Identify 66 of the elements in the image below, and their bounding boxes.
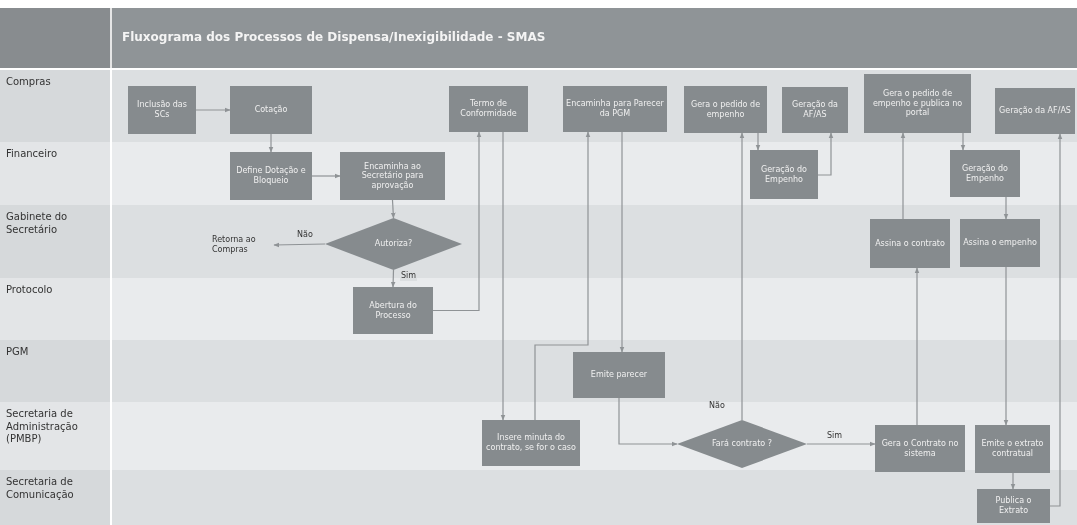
arrow <box>914 267 920 426</box>
arrow <box>195 107 231 113</box>
process-box: Abertura do Processo <box>353 287 433 334</box>
arrow <box>619 131 625 353</box>
swimlane <box>0 340 1077 402</box>
process-box: Gera o Contrato no sistema <box>875 425 965 472</box>
diagram-title: Fluxograma dos Processos de Dispensa/Inexigibilidade - SMAS <box>122 30 546 44</box>
swimlane <box>0 70 1077 142</box>
arrow <box>755 132 761 151</box>
edge-label: Sim <box>826 432 844 441</box>
arrow <box>817 132 834 176</box>
lane-label: Protocolo <box>6 284 54 297</box>
process-box: Assina o contrato <box>870 219 950 268</box>
process-box: Geração da AF/AS <box>782 87 848 133</box>
process-box: Encaminha para Parecer da PGM <box>563 86 667 132</box>
arrow <box>618 397 678 447</box>
note-text: Retorna ao Compras <box>212 234 274 256</box>
edge-label: Sim <box>400 272 418 281</box>
process-box: Geração do Empenho <box>950 150 1020 197</box>
edge-label: Não <box>708 402 726 411</box>
swimlane <box>0 205 1077 278</box>
process-box: Geração do Empenho <box>750 150 818 199</box>
process-box: Gera o pedido de empenho <box>684 86 767 133</box>
arrow <box>534 131 591 421</box>
arrow <box>1003 196 1009 220</box>
process-box: Termo de Conformidade <box>449 86 528 132</box>
swimlane <box>0 402 1077 470</box>
process-box: Emite o extrato contratual <box>975 425 1050 473</box>
lane-label: PGM <box>6 346 30 359</box>
process-box: Geração da AF/AS <box>995 88 1075 134</box>
process-box: Emite parecer <box>573 352 665 398</box>
arrow <box>273 242 326 248</box>
arrow <box>390 199 396 219</box>
decision-diamond <box>325 218 462 270</box>
lane-label: Secretaria de Comunicação <box>6 476 75 501</box>
arrow <box>739 132 745 421</box>
process-box: Insere minuta do contrato, se for o caso <box>482 420 580 466</box>
arrow <box>1003 266 1009 426</box>
decision-text: Autoriza? <box>373 239 414 249</box>
process-box: Assina o empenho <box>960 219 1040 267</box>
arrow <box>900 132 906 220</box>
arrow <box>311 173 341 179</box>
edge-label: Não <box>296 231 314 240</box>
decision-text: Fará contrato ? <box>711 439 773 449</box>
arrow <box>1010 472 1016 490</box>
process-box: Inclusão das SCs <box>128 86 196 134</box>
process-box: Gera o pedido de empenho e publica no portal <box>864 74 971 133</box>
lane-label: Compras <box>6 76 52 89</box>
decision-diamond <box>677 420 807 468</box>
arrow <box>1049 133 1063 507</box>
lane-label: Secretaria de Administração (PMBP) <box>6 408 79 446</box>
arrow <box>390 269 396 288</box>
arrow <box>268 133 274 153</box>
arrow <box>806 441 876 447</box>
process-box: Publica o Extrato <box>977 489 1050 523</box>
arrow <box>432 131 482 312</box>
arrow <box>960 132 966 151</box>
swimlane <box>0 470 1077 525</box>
lane-label: Financeiro <box>6 148 59 161</box>
process-box: Cotação <box>230 86 312 134</box>
swimlane <box>0 278 1077 340</box>
process-box: Define Dotação e Bloqueio <box>230 152 312 200</box>
lane-label: Gabinete do Secretário <box>6 211 69 236</box>
arrow <box>500 131 506 421</box>
process-box: Encaminha ao Secretário para aprovação <box>340 152 445 200</box>
swimlane <box>0 142 1077 205</box>
